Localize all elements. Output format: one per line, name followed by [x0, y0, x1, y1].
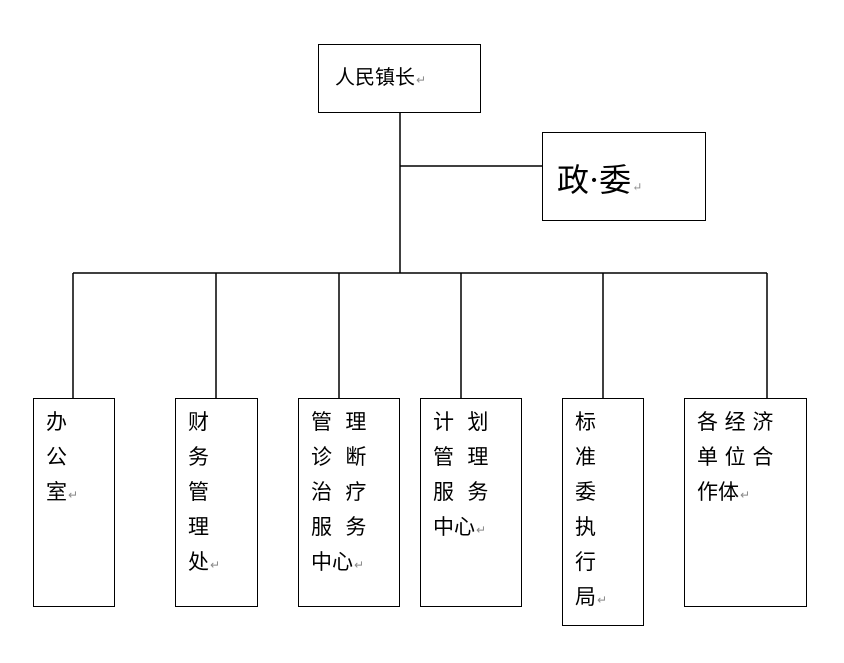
paragraph-mark-icon: ↵ [476, 523, 487, 537]
dept-text-line: 标 [575, 410, 596, 434]
paragraph-mark-icon: ↵ [416, 73, 427, 87]
dept-text-line: 治 疗 [311, 480, 367, 504]
dept-text-line: 各 经 济 [697, 410, 774, 434]
dept-text-line: 室↵ [46, 480, 79, 504]
dept-text-lines: 计 划管 理服 务中心↵ [433, 405, 488, 548]
dept-text-line: 单 位 合 [697, 445, 774, 469]
town-mayor-label: 人民镇长↵ [335, 61, 426, 90]
dept-box-standards-bureau: 标准委执行局↵ [562, 398, 644, 626]
dept-box-management-diagnosis: 管 理诊 断治 疗服 务中心↵ [298, 398, 400, 607]
paragraph-mark-icon: ↵ [632, 180, 643, 194]
paragraph-mark-icon: ↵ [354, 558, 365, 572]
dept-text-lines: 各 经 济单 位 合作体↵ [697, 405, 773, 513]
dept-text-line: 理 [188, 515, 209, 539]
dept-text-line: 计 划 [433, 410, 489, 434]
dept-text-lines: 办公室↵ [46, 405, 78, 513]
town-mayor-box: 人民镇长↵ [318, 44, 481, 113]
dept-text-line: 委 [575, 480, 596, 504]
political-committee-box: 政·委↵ [542, 132, 706, 221]
dept-text-line: 行 [575, 550, 596, 574]
dept-text-line: 公 [46, 445, 67, 469]
dept-text-line: 财 [188, 410, 209, 434]
political-committee-text: 政·委 [557, 161, 632, 199]
dept-text-line: 服 务 [433, 480, 489, 504]
dept-text-line: 执 [575, 515, 596, 539]
paragraph-mark-icon: ↵ [740, 488, 751, 502]
dept-text-line: 中心↵ [433, 515, 487, 539]
political-committee-label: 政·委↵ [557, 155, 642, 201]
dept-text-line: 局↵ [575, 585, 608, 609]
dept-text-lines: 管 理诊 断治 疗服 务中心↵ [311, 405, 366, 583]
dept-text-line: 办 [46, 410, 67, 434]
dept-text-line: 准 [575, 445, 596, 469]
dept-box-economic-cooperation: 各 经 济单 位 合作体↵ [684, 398, 807, 607]
dept-text-line: 服 务 [311, 515, 367, 539]
dept-box-office: 办公室↵ [33, 398, 115, 607]
dept-box-planning-service: 计 划管 理服 务中心↵ [420, 398, 522, 607]
paragraph-mark-icon: ↵ [210, 558, 221, 572]
dept-text-line: 管 理 [433, 445, 489, 469]
paragraph-mark-icon: ↵ [68, 488, 79, 502]
dept-text-line: 管 [188, 480, 209, 504]
dept-text-line: 管 理 [311, 410, 367, 434]
paragraph-mark-icon: ↵ [597, 593, 608, 607]
dept-text-line: 中心↵ [311, 550, 365, 574]
town-mayor-text: 人民镇长 [335, 65, 415, 89]
dept-text-line: 诊 断 [311, 445, 367, 469]
dept-text-lines: 财务管理处↵ [188, 405, 220, 583]
dept-text-line: 务 [188, 445, 209, 469]
dept-text-lines: 标准委执行局↵ [575, 405, 607, 618]
dept-text-line: 处↵ [188, 550, 221, 574]
dept-box-finance: 财务管理处↵ [175, 398, 258, 607]
dept-text-line: 作体↵ [697, 480, 751, 504]
